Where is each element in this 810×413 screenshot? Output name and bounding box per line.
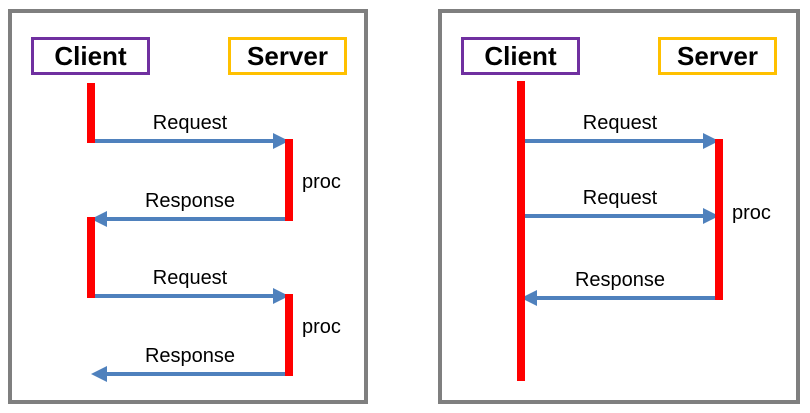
- request-label: Request: [582, 187, 658, 209]
- arrow-shaft: [91, 294, 276, 298]
- arrow-shaft: [534, 296, 719, 300]
- client-activation-bar: [87, 217, 95, 298]
- request-label: Request: [152, 112, 228, 134]
- right-sequence-diagram-panel: Client Server Request Request proc Respo…: [438, 9, 800, 404]
- response-arrow: [91, 366, 289, 382]
- request-arrow: [521, 208, 719, 224]
- arrow-shaft: [91, 139, 276, 143]
- proc-label: proc: [302, 316, 341, 338]
- server-activation-bar: [285, 139, 293, 221]
- client-actor-box: Client: [31, 37, 150, 75]
- server-actor-box: Server: [228, 37, 347, 75]
- request-arrow: [91, 133, 289, 149]
- arrow-head-left-icon: [91, 211, 107, 227]
- server-actor-label: Server: [677, 40, 758, 71]
- left-sequence-diagram-panel: Client Server Request proc Response Requ…: [8, 9, 368, 404]
- arrow-shaft: [104, 217, 289, 221]
- arrow-shaft: [104, 372, 289, 376]
- client-actor-label: Client: [484, 40, 557, 71]
- server-activation-bar: [715, 139, 723, 300]
- arrow-shaft: [521, 214, 706, 218]
- server-actor-label: Server: [247, 40, 328, 71]
- server-actor-box: Server: [658, 37, 777, 75]
- request-arrow: [91, 288, 289, 304]
- request-arrow: [521, 133, 719, 149]
- response-arrow: [91, 211, 289, 227]
- request-label: Request: [582, 112, 658, 134]
- client-actor-box: Client: [461, 37, 580, 75]
- server-activation-bar: [285, 294, 293, 376]
- proc-label: proc: [732, 202, 771, 224]
- arrow-shaft: [521, 139, 706, 143]
- request-label: Request: [152, 267, 228, 289]
- response-arrow: [521, 290, 719, 306]
- response-label: Response: [144, 190, 236, 212]
- proc-label: proc: [302, 171, 341, 193]
- response-label: Response: [574, 269, 666, 291]
- client-activation-bar: [87, 83, 95, 143]
- client-lifeline-bar: [517, 81, 525, 381]
- response-label: Response: [144, 345, 236, 367]
- client-actor-label: Client: [54, 40, 127, 71]
- arrow-head-left-icon: [91, 366, 107, 382]
- arrow-head-left-icon: [521, 290, 537, 306]
